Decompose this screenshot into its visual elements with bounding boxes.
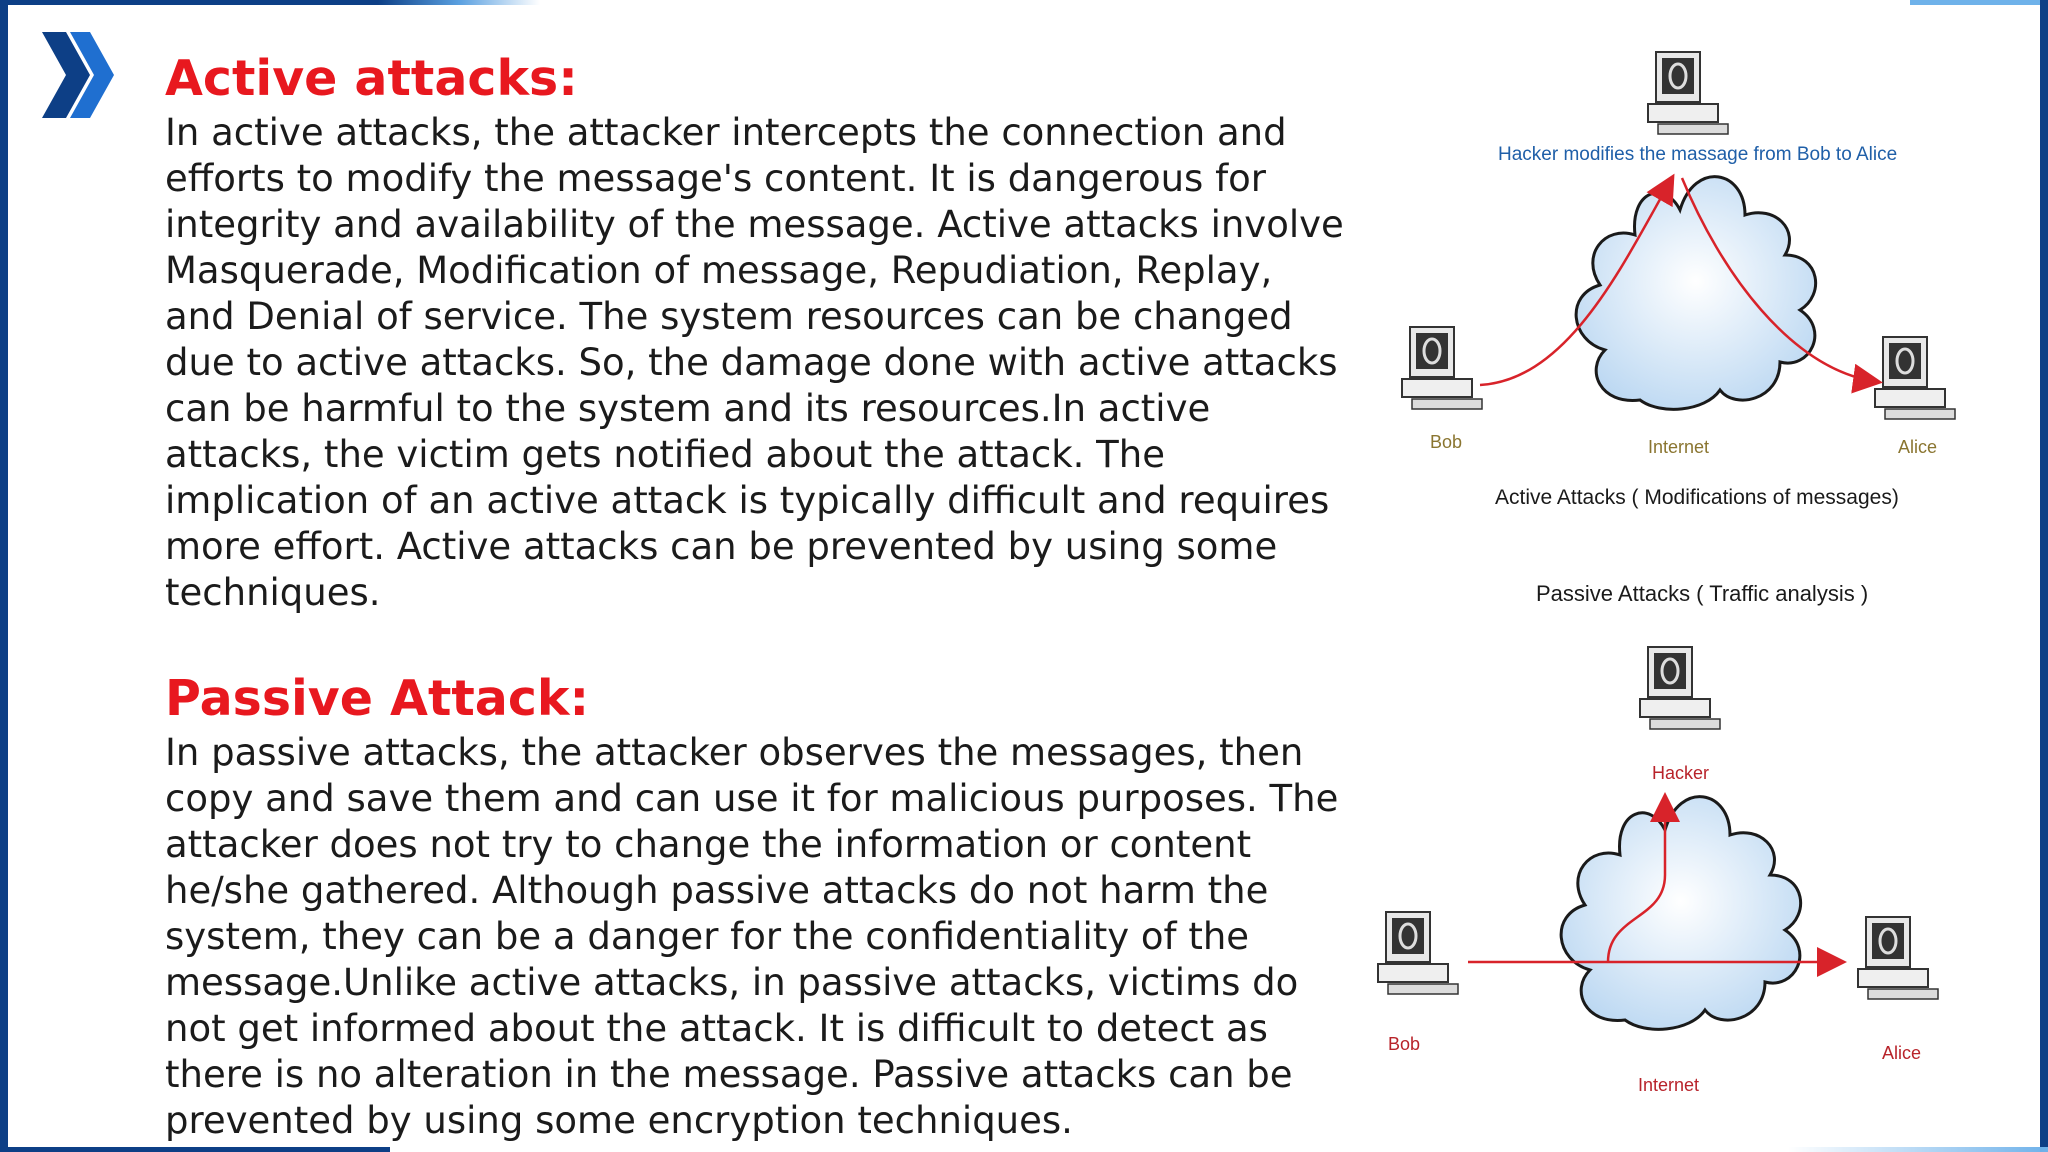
hacker-computer-icon (1639, 646, 1721, 730)
frame-left-bar (0, 0, 8, 1152)
double-chevron-icon (42, 32, 114, 118)
passive-alice-label: Alice (1882, 1043, 1922, 1063)
passive-attack-paragraph: In passive attacks, the attacker observe… (165, 731, 1339, 1142)
active-bob-label: Bob (1430, 432, 1463, 452)
passive-hacker-label: Hacker (1652, 763, 1710, 783)
active-attacks-heading: Active attacks: (165, 50, 578, 107)
frame-top-bar (0, 0, 540, 5)
passive-attack-heading: Passive Attack: (165, 670, 590, 727)
active-top-label: Hacker modifies the massage from Bob to … (1498, 144, 1898, 165)
internet-cloud-icon (1559, 795, 1802, 1031)
active-attacks-diagram: Hacker modifies the massage from Bob to … (1380, 40, 1980, 520)
bob-to-hacker-arrow (1479, 173, 1675, 387)
active-attacks-paragraph: In active attacks, the attacker intercep… (165, 111, 1344, 614)
active-alice-label: Alice (1898, 437, 1938, 457)
hacker-computer-icon (1647, 51, 1729, 135)
bob-computer-icon (1377, 911, 1459, 995)
internet-cloud-icon (1574, 175, 1817, 411)
alice-computer-icon (1857, 916, 1939, 1000)
passive-diagram-drawing (1377, 646, 1939, 1031)
passive-bob-label: Bob (1388, 1034, 1421, 1054)
bob-computer-icon (1401, 326, 1483, 410)
hacker-to-alice-arrow (1680, 177, 1883, 394)
active-caption: Active Attacks ( Modifications of messag… (1495, 486, 1899, 509)
frame-bottom-bar (0, 1147, 390, 1152)
passive-attacks-diagram: Passive Attacks ( Traffic analysis ) Hac… (1360, 575, 1990, 1105)
frame-bottom-right-bar (1788, 1147, 2048, 1152)
passive-caption: Passive Attacks ( Traffic analysis ) (1536, 581, 1869, 606)
frame-top-right-bar (1910, 0, 2040, 5)
text-column: Active attacks: In active attacks, the a… (165, 48, 1345, 1144)
active-diagram-drawing (1401, 51, 1956, 420)
frame-right-bar (2040, 0, 2048, 1152)
tap-to-hacker-arrow (1606, 792, 1680, 963)
alice-computer-icon (1874, 336, 1956, 420)
active-internet-label: Internet (1648, 437, 1710, 457)
passive-internet-label: Internet (1638, 1075, 1700, 1095)
